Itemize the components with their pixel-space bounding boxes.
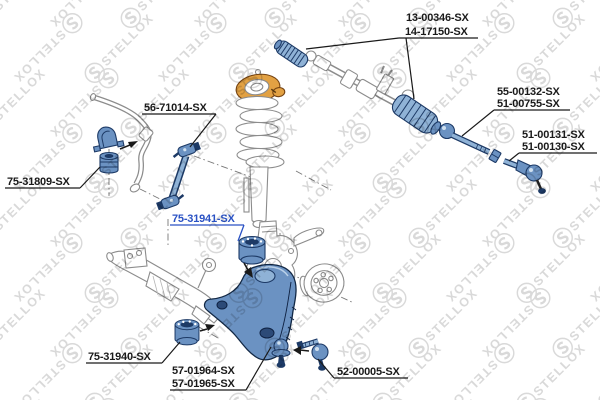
steering-rack: [273, 39, 442, 135]
subframe: [106, 247, 224, 325]
label-stab-link: 56-71014-SX: [144, 102, 207, 114]
rack-boot-right: [391, 94, 442, 135]
strut-mount: [235, 73, 286, 103]
tie-rod-end: [502, 158, 546, 194]
wheel-hub: [299, 263, 345, 303]
label-ball-joint: 52-00005-SX: [337, 366, 400, 378]
stabilizer-bushing: [99, 151, 119, 174]
arm-rear-bushing: [174, 319, 200, 346]
label-stab-bushing: 75-31809-SX: [7, 176, 70, 188]
strut-body: [243, 166, 269, 229]
rack-bracket: [375, 65, 395, 95]
stabilizer-bar: [89, 93, 154, 193]
rack-boot-left: [273, 39, 309, 68]
arrow-rear-bushing: [199, 324, 215, 332]
bar-collar: [138, 126, 154, 142]
stabilizer-bracket: [92, 126, 125, 153]
label-inner-tie-rod-2: 51-00755-SX: [497, 98, 560, 110]
label-inner-tie-rod-1: 55-00132-SX: [497, 86, 560, 98]
label-rack-1: 13-00346-SX: [406, 12, 469, 24]
strut-assembly: [235, 68, 286, 229]
arrow-front-bushing: [243, 262, 253, 278]
label-tie-rod-end-2: 51-00130-SX: [522, 141, 585, 153]
coil-spring: [235, 95, 285, 169]
label-arm-bushing-front: 75-31941-SX: [172, 213, 235, 225]
label-control-arm-1: 57-01964-SX: [172, 365, 235, 377]
control-arm: [203, 263, 297, 361]
arm-ball-joint: [271, 338, 291, 368]
arrow-ball-joint: [293, 346, 310, 355]
arrow-to-bar: [119, 141, 138, 150]
inner-tie-rod: [438, 122, 502, 163]
label-tie-rod-end-1: 51-00131-SX: [522, 129, 585, 141]
labels: 13-00346-SX 14-17150-SX 55-00132-SX 51-0…: [5, 12, 597, 391]
label-control-arm-2: 57-01965-SX: [172, 378, 235, 390]
arm-front-bushing: [238, 235, 266, 265]
stabilizer-link: [156, 141, 201, 211]
label-rack-2: 14-17150-SX: [405, 26, 468, 38]
install-arrows: [119, 141, 310, 355]
label-arm-bushing-rear: 75-31940-SX: [88, 351, 151, 363]
